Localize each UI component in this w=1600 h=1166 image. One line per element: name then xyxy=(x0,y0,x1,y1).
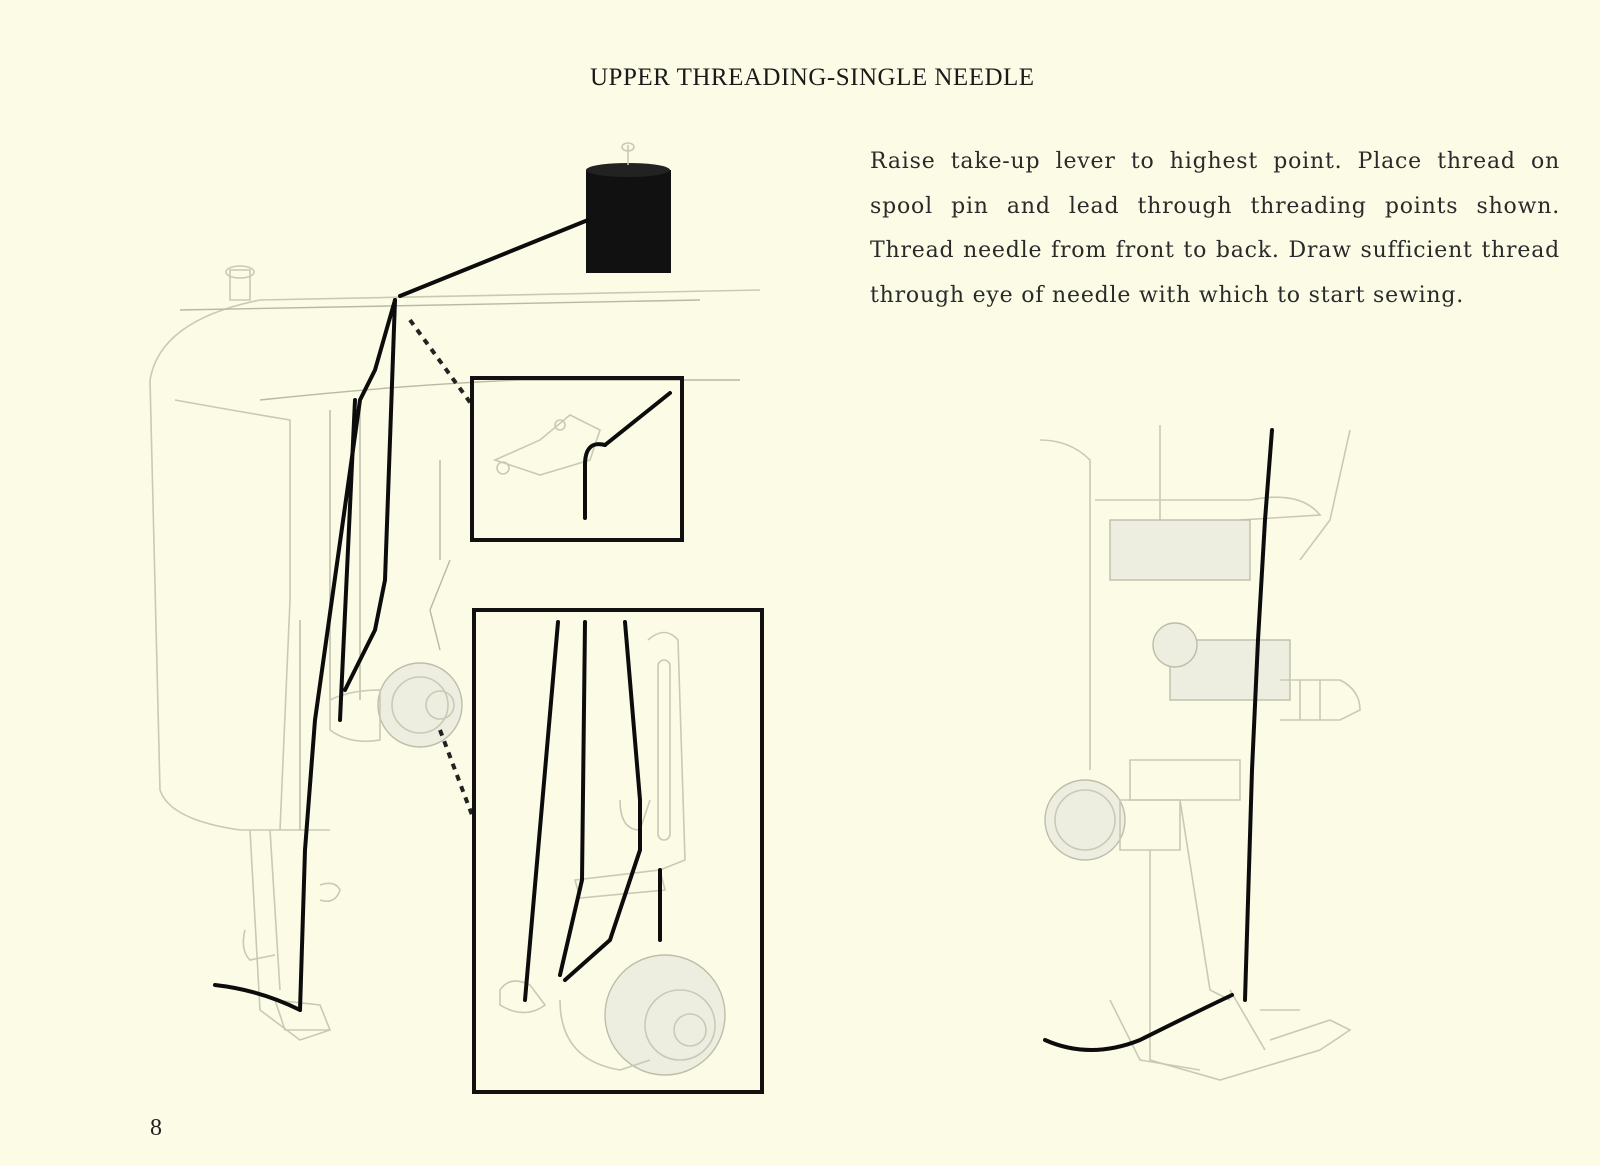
threading-instructions: Raise take-up lever to highest point. Pl… xyxy=(870,149,1560,308)
spool xyxy=(586,142,671,273)
leader-upper xyxy=(408,318,474,407)
leader-lower xyxy=(438,729,474,816)
tension-dial xyxy=(329,662,463,748)
inset-tension-assembly xyxy=(472,608,764,1094)
inset-thread-guide xyxy=(470,376,684,542)
thread-path-left xyxy=(213,218,590,1012)
page-title: UPPER THREADING-SINGLE NEEDLE xyxy=(590,64,1035,91)
needle-closeup-illustration xyxy=(1039,425,1361,1081)
presser-foot-left xyxy=(242,829,341,1041)
page-number: 8 xyxy=(150,1115,162,1141)
machine-body-outline xyxy=(149,265,761,831)
